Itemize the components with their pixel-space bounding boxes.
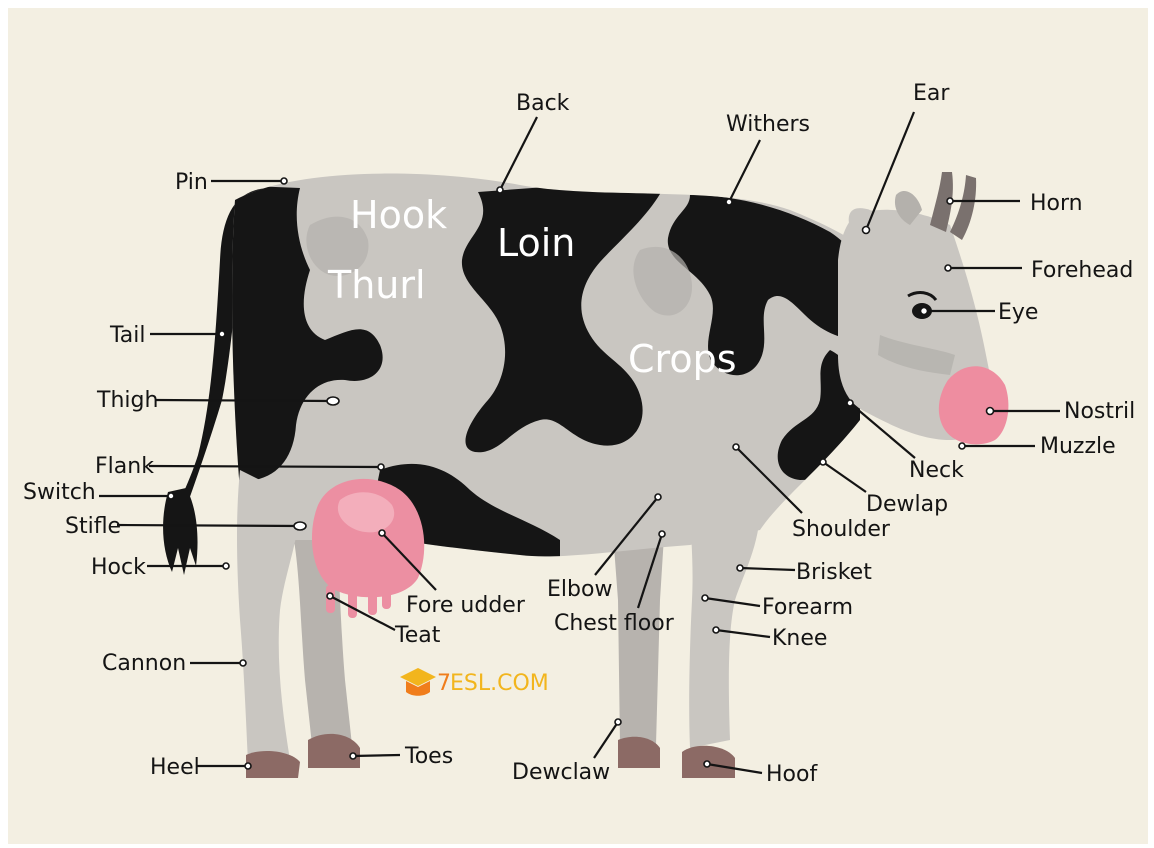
thurl-label: Thurl	[327, 263, 426, 307]
label-ear: Ear	[913, 81, 950, 106]
label-neck: Neck	[909, 458, 964, 483]
label-stifle: Stifle	[65, 514, 121, 539]
label-brisket: Brisket	[796, 560, 872, 585]
label-eye: Eye	[998, 300, 1038, 325]
logo-mark: 7	[437, 671, 451, 696]
label-shoulder: Shoulder	[792, 517, 891, 542]
label-forearm: Forearm	[762, 595, 853, 620]
label-hock: Hock	[91, 555, 146, 580]
label-thigh: Thigh	[96, 388, 158, 413]
label-elbow: Elbow	[547, 577, 612, 602]
label-pin: Pin	[175, 170, 208, 195]
label-toes: Toes	[404, 744, 453, 769]
watermark-logo: 7 ESL.COM	[400, 668, 549, 696]
label-chest-floor: Chest floor	[554, 611, 675, 636]
label-withers: Withers	[726, 112, 810, 137]
label-teat: Teat	[394, 623, 441, 648]
label-hoof: Hoof	[766, 762, 818, 787]
label-knee: Knee	[772, 626, 827, 651]
label-dewlap: Dewlap	[866, 492, 948, 517]
hook-label: Hook	[350, 193, 447, 237]
label-switch: Switch	[23, 480, 96, 505]
label-back: Back	[516, 91, 570, 116]
loin-label: Loin	[497, 221, 575, 265]
label-tail: Tail	[109, 323, 146, 348]
crops-label: Crops	[628, 337, 737, 381]
label-cannon: Cannon	[102, 651, 186, 676]
label-flank: Flank	[95, 454, 154, 479]
logo-text: ESL.COM	[450, 671, 549, 696]
label-dewclaw: Dewclaw	[512, 760, 610, 785]
label-muzzle: Muzzle	[1040, 434, 1116, 459]
label-heel: Heel	[150, 755, 200, 780]
label-fore-udder: Fore udder	[406, 593, 526, 618]
label-nostril: Nostril	[1064, 399, 1135, 424]
label-horn: Horn	[1030, 191, 1083, 216]
label-forehead: Forehead	[1031, 258, 1133, 283]
